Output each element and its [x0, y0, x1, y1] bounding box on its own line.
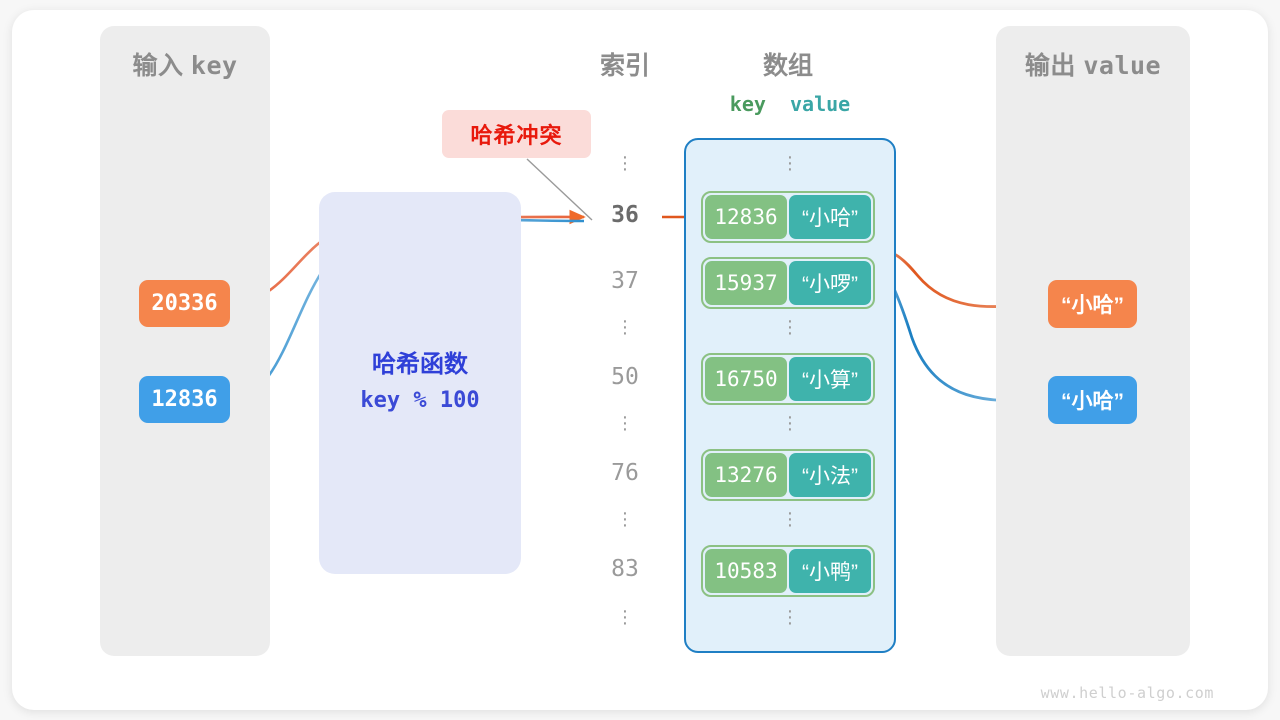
- index-ellipsis: ···: [621, 310, 629, 344]
- index-label-36: 36: [611, 202, 639, 228]
- entry-key: 15937: [705, 261, 787, 305]
- input-panel-title: 输入 key: [100, 46, 270, 82]
- key-value-header: key value: [684, 92, 896, 116]
- watermark: www.hello-algo.com: [1040, 684, 1214, 702]
- hash-function-expression: key % 100: [360, 388, 480, 413]
- array-entry-83: 10583“小鸭”: [701, 545, 875, 597]
- index-ellipsis: ···: [621, 600, 629, 634]
- index-ellipsis: ···: [621, 406, 629, 440]
- entry-key: 13276: [705, 453, 787, 497]
- output-panel-title: 输出 value: [996, 46, 1190, 82]
- hash-collision-badge: 哈希冲突: [442, 110, 591, 158]
- entry-key: 10583: [705, 549, 787, 593]
- index-label-37: 37: [611, 268, 639, 294]
- array-ellipsis: ···: [786, 406, 794, 440]
- index-ellipsis: ···: [621, 502, 629, 536]
- input-title-mono: key: [190, 51, 238, 80]
- entry-key: 16750: [705, 357, 787, 401]
- array-entry-36: 12836“小哈”: [701, 191, 875, 243]
- entry-value: “小啰”: [789, 261, 871, 305]
- entry-value: “小哈”: [789, 195, 871, 239]
- index-label-83: 83: [611, 556, 639, 582]
- output-value-0: “小哈”: [1048, 280, 1137, 328]
- hash-collision-label: 哈希冲突: [470, 123, 563, 148]
- input-key-1: 12836: [139, 376, 230, 423]
- array-column-heading: 数组: [762, 52, 813, 80]
- array-ellipsis: ···: [786, 146, 794, 180]
- hash-function-title: 哈希函数: [372, 351, 468, 378]
- input-title-cjk: 输入: [132, 52, 184, 80]
- output-value-1: “小哈”: [1048, 376, 1137, 424]
- output-title-cjk: 输出: [1024, 52, 1076, 80]
- value-header-label: value: [790, 92, 851, 116]
- array-entry-50: 16750“小算”: [701, 353, 875, 405]
- array-ellipsis: ···: [786, 310, 794, 344]
- array-entry-76: 13276“小法”: [701, 449, 875, 501]
- entry-value: “小鸭”: [789, 549, 871, 593]
- key-header-label: key: [729, 92, 766, 116]
- hash-function-box: 哈希函数 key % 100: [319, 192, 521, 574]
- input-key-0: 20336: [139, 280, 230, 327]
- entry-key: 12836: [705, 195, 787, 239]
- index-ellipsis: ···: [621, 146, 629, 180]
- output-panel: 输出 value: [996, 26, 1190, 656]
- index-label-76: 76: [611, 460, 639, 486]
- input-panel: 输入 key: [100, 26, 270, 656]
- index-column-heading: 索引: [599, 52, 650, 80]
- array-ellipsis: ···: [786, 600, 794, 634]
- array-ellipsis: ···: [786, 502, 794, 536]
- array-entry-37: 15937“小啰”: [701, 257, 875, 309]
- entry-value: “小法”: [789, 453, 871, 497]
- output-title-mono: value: [1083, 51, 1162, 80]
- entry-value: “小算”: [789, 357, 871, 401]
- index-label-50: 50: [611, 364, 639, 390]
